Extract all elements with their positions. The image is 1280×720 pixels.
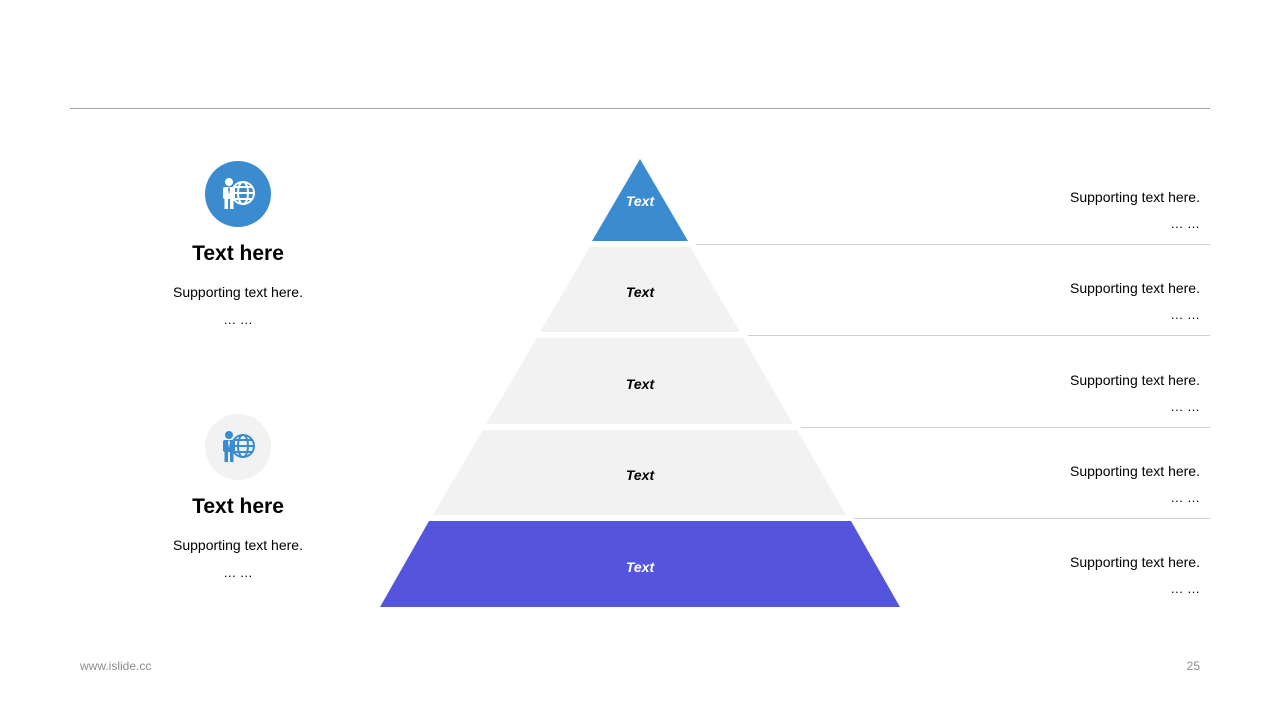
pyramid-level-3-label: Text (626, 376, 656, 392)
right-item-subtitle: Supporting text here. (1070, 554, 1200, 570)
right-item-subtitle: Supporting text here. (1070, 372, 1200, 388)
connector-line-2 (748, 335, 1210, 336)
footer-website[interactable]: www.islide.cc (80, 659, 152, 673)
right-item-ellipsis: … … (1170, 216, 1200, 231)
right-item-ellipsis: … … (1170, 581, 1200, 596)
right-item-ellipsis: … … (1170, 307, 1200, 322)
block-subtitle: Supporting text here. (173, 537, 303, 553)
right-item-subtitle: Supporting text here. (1070, 280, 1200, 296)
pyramid-level-2 (540, 247, 740, 332)
icon-circle (205, 414, 271, 480)
pyramid-level-4-label: Text (626, 467, 656, 483)
block-subtitle: Supporting text here. (173, 284, 303, 300)
pyramid-level-5-label: Text (626, 559, 656, 575)
right-item-2: Supporting text here. … … (900, 280, 1200, 323)
right-item-1: Supporting text here. … … (900, 189, 1200, 232)
right-item-subtitle: Supporting text here. (1070, 463, 1200, 479)
left-block-2: Text here Supporting text here. … … (138, 414, 338, 581)
pyramid-level-4 (433, 430, 846, 515)
right-item-ellipsis: … … (1170, 490, 1200, 505)
connector-line-4 (854, 518, 1210, 519)
connector-line-3 (801, 427, 1210, 428)
block-title: Text here (192, 495, 284, 518)
pyramid-level-1 (592, 159, 688, 241)
person-globe-icon (223, 431, 255, 462)
page-number: 25 (1186, 659, 1200, 673)
right-item-ellipsis: … … (1170, 399, 1200, 414)
top-divider (70, 108, 1210, 109)
block-title: Text here (192, 242, 284, 265)
pyramid-level-2-label: Text (626, 284, 656, 300)
right-item-5: Supporting text here. … … (900, 554, 1200, 597)
connector-line-1 (696, 244, 1210, 245)
icon-circle (205, 161, 271, 227)
pyramid-level-3 (486, 338, 793, 424)
right-item-subtitle: Supporting text here. (1070, 189, 1200, 205)
pyramid-level-1-label: Text (626, 193, 656, 209)
right-item-3: Supporting text here. … … (900, 372, 1200, 415)
block-ellipsis: … … (223, 565, 253, 580)
person-globe-icon (223, 178, 255, 209)
left-block-1: Text here Supporting text here. … … (138, 161, 338, 328)
right-item-4: Supporting text here. … … (900, 463, 1200, 506)
pyramid-level-5 (380, 521, 900, 607)
block-ellipsis: … … (223, 312, 253, 327)
